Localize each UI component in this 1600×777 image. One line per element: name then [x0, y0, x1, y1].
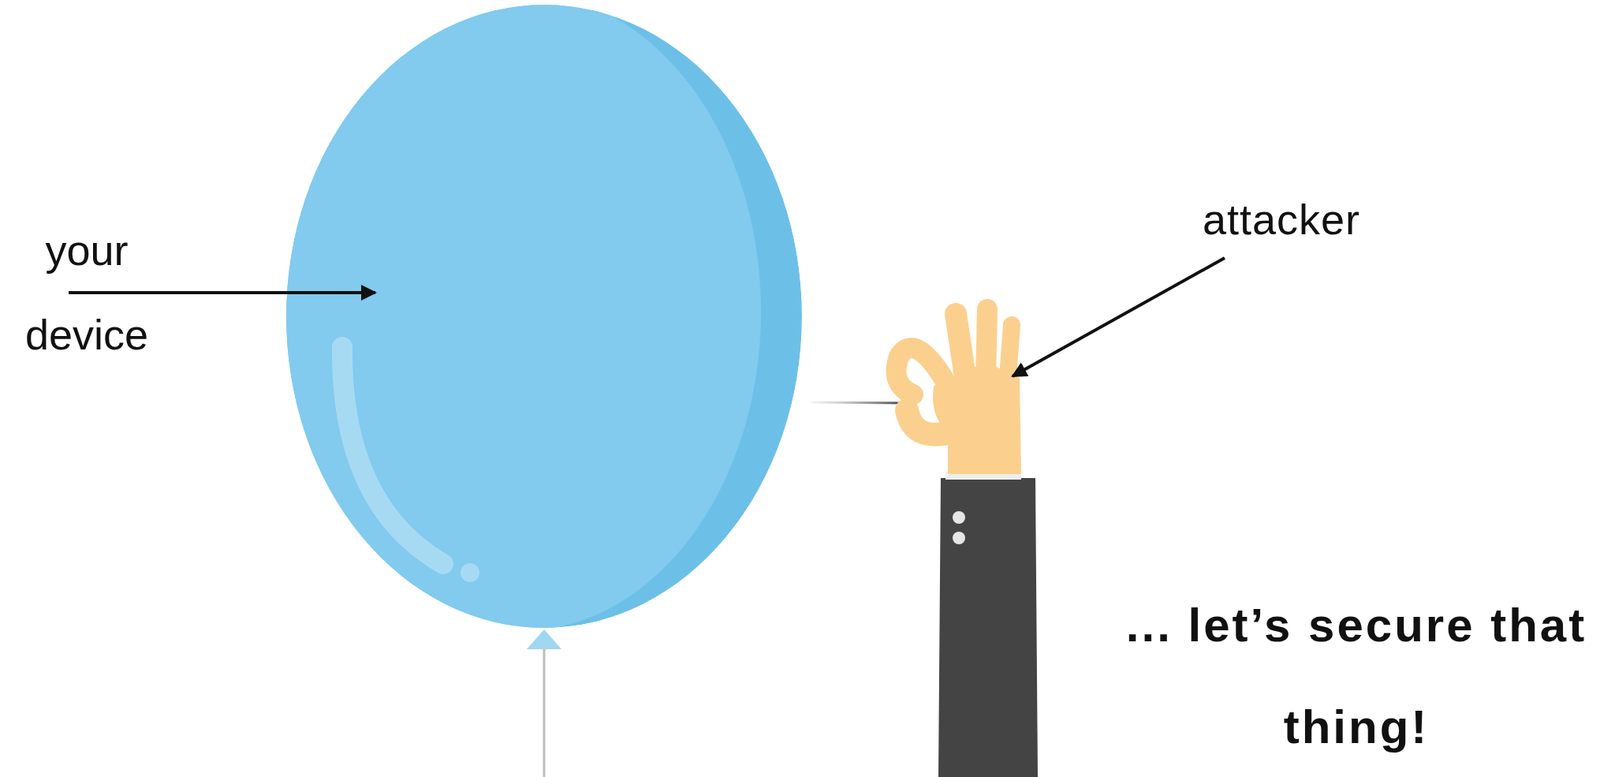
pin [811, 402, 909, 403]
attacker-label: attacker [1174, 187, 1388, 251]
leader-arrow [1012, 257, 1225, 377]
device-label: your device [0, 208, 174, 377]
sleeve [938, 477, 1038, 777]
balloon-knot [526, 629, 562, 649]
balloon [279, 0, 802, 631]
balloon-string [543, 642, 546, 777]
sleeve-button [952, 510, 966, 524]
slogan-text: ... let’s secure that thing! [1103, 574, 1600, 777]
sleeve-button [952, 531, 966, 545]
balloon-highlight-dot [460, 563, 480, 582]
hand [896, 309, 1021, 474]
balloon-highlight [342, 346, 444, 564]
leader-arrow [68, 290, 376, 295]
